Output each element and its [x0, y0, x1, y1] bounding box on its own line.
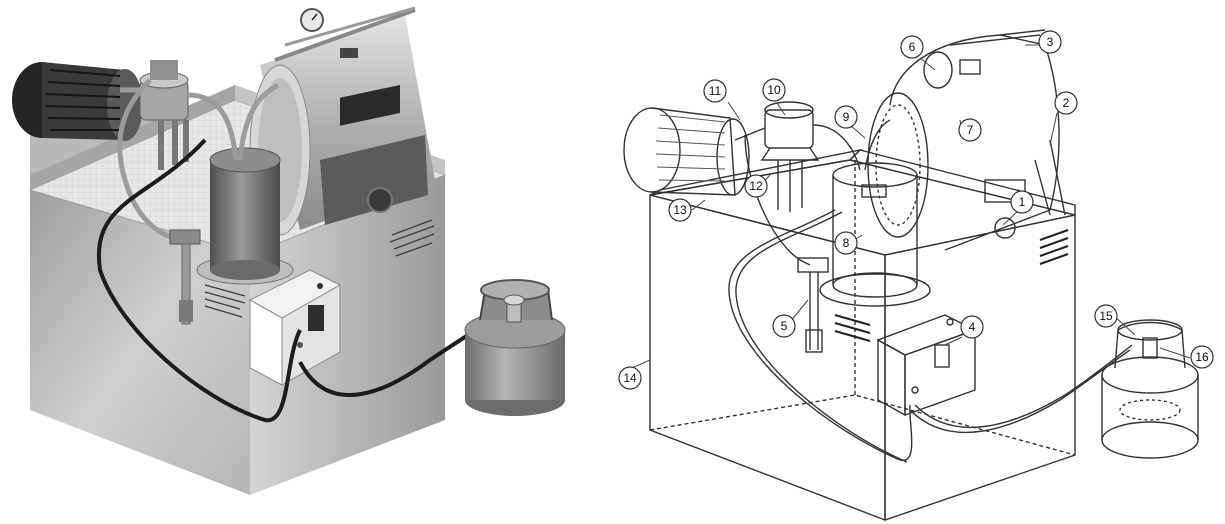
callout-number: 15 — [1099, 309, 1113, 323]
left-drum — [249, 6, 435, 236]
callout-leaders — [631, 44, 1191, 369]
callout-circle — [960, 315, 984, 339]
callout-11: 11 — [703, 79, 727, 103]
callout-14: 14 — [618, 366, 642, 390]
right-side-markings — [834, 229, 1069, 342]
left-control-box — [248, 269, 342, 386]
callout-number: 14 — [623, 371, 637, 385]
callout-circle — [762, 78, 786, 102]
right-cylinder — [819, 162, 931, 307]
left-gas-bottle — [464, 279, 566, 416]
callout-6: 6 — [900, 35, 924, 59]
callout-circle — [1038, 30, 1062, 54]
left-valve — [169, 229, 201, 325]
left-rendered-view — [12, 6, 566, 495]
callout-16: 16 — [1190, 345, 1214, 369]
right-line-drawing — [623, 29, 1199, 522]
callout-7: 7 — [958, 118, 982, 142]
right-drum — [867, 29, 1066, 251]
left-cylinder — [196, 147, 294, 285]
callout-number: 7 — [967, 123, 974, 137]
callout-number: 11 — [709, 84, 722, 98]
callout-12: 12 — [744, 174, 768, 198]
callout-number: 3 — [1047, 35, 1054, 49]
right-motor — [623, 107, 750, 196]
left-pump-head — [139, 60, 189, 170]
callout-3: 3 — [1038, 30, 1062, 54]
right-cabinet — [649, 148, 1076, 522]
callout-circle — [1094, 304, 1118, 328]
callout-circle — [958, 118, 982, 142]
callout-number: 9 — [843, 110, 850, 124]
callout-circle — [1054, 91, 1078, 115]
callout-number: 13 — [673, 203, 687, 217]
callout-number: 12 — [749, 179, 763, 193]
callout-10: 10 — [762, 78, 786, 102]
right-valve — [797, 257, 829, 353]
callout-circle — [668, 198, 692, 222]
callout-9: 9 — [834, 105, 858, 129]
right-control-box — [876, 314, 977, 417]
callout-4: 4 — [960, 315, 984, 339]
callout-number: 6 — [909, 40, 916, 54]
callout-circle — [703, 79, 727, 103]
callout-8: 8 — [834, 231, 858, 255]
callout-circle — [618, 366, 642, 390]
callout-number: 2 — [1063, 96, 1070, 110]
callout-circle — [900, 35, 924, 59]
callout-number: 1 — [1019, 195, 1026, 209]
left-cabinet-front — [30, 190, 250, 495]
callout-number: 5 — [781, 319, 788, 333]
right-gas-bottle — [1101, 319, 1199, 459]
callout-5: 5 — [772, 314, 796, 338]
callout-circle — [834, 105, 858, 129]
left-motor — [12, 62, 143, 141]
callout-number: 8 — [843, 236, 850, 250]
left-cabinet-side — [250, 175, 445, 495]
callout-number: 16 — [1195, 350, 1209, 364]
left-side-markings — [204, 219, 435, 318]
callout-circle — [744, 174, 768, 198]
callout-15: 15 — [1094, 304, 1118, 328]
callout-2: 2 — [1054, 91, 1078, 115]
callout-13: 13 — [668, 198, 692, 222]
callout-circle — [1190, 345, 1214, 369]
callout-number: 4 — [969, 320, 976, 334]
callout-circle — [772, 314, 796, 338]
right-pump-head — [760, 101, 820, 212]
right-pipes — [734, 119, 891, 266]
callout-1: 1 — [1010, 190, 1034, 214]
callout-circle — [834, 231, 858, 255]
callout-circle — [1010, 190, 1034, 214]
callout-number: 10 — [767, 83, 781, 97]
